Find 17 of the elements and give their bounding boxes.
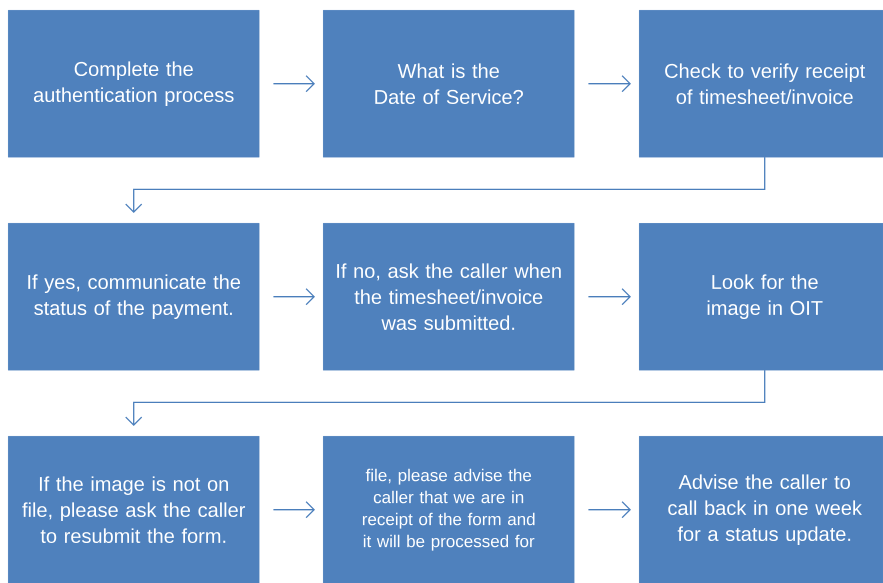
process-box: If no, ask the caller when the timesheet/invoice was submitted. xyxy=(323,223,574,370)
arrow xyxy=(588,288,631,306)
process-box: Advise the caller to call back in one week for a status update. xyxy=(639,436,883,583)
process-box: If the image is not on file, please ask the caller to resubmit the form. xyxy=(8,436,260,583)
arrow xyxy=(273,288,315,306)
arrow xyxy=(125,370,766,426)
process-box: What is the Date of Service? xyxy=(323,10,574,158)
process-box: file, please advise the caller that we are in receipt of the form and it will be processed for xyxy=(323,436,574,583)
arrow xyxy=(273,501,315,518)
process-box: Look for the image in OIT xyxy=(639,223,883,370)
arrow xyxy=(588,501,631,518)
process-box: If yes, communicate the status of the payment. xyxy=(8,223,260,370)
process-box: Check to verify receipt of timesheet/invoice xyxy=(639,10,883,158)
arrow xyxy=(588,75,631,92)
process-box: Complete the authentication process xyxy=(8,10,260,158)
arrow xyxy=(125,157,766,213)
arrow xyxy=(273,75,315,92)
